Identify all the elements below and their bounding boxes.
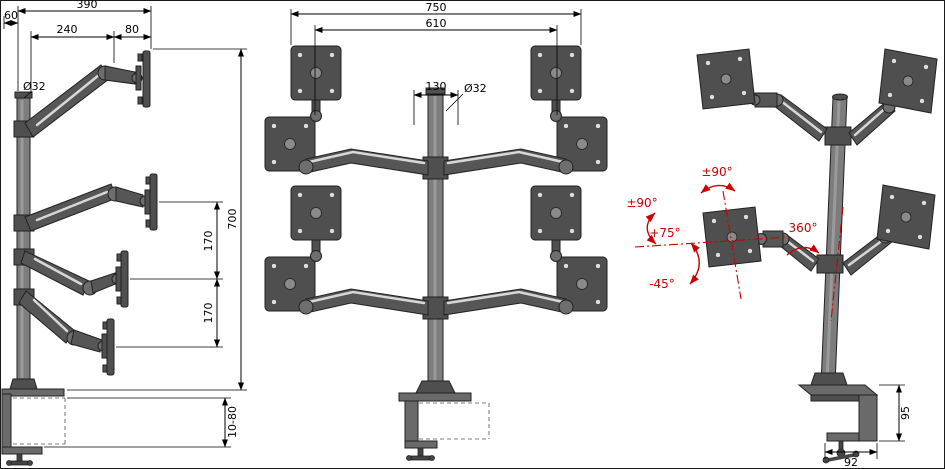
vesa-plate-persp-mid-left — [702, 206, 762, 268]
dim-750: 750 — [426, 1, 447, 14]
dim-700: 700 — [226, 209, 239, 230]
monitor-arm-position-4 — [13, 288, 115, 376]
vesa-holes — [887, 58, 929, 104]
dim-130: 130 — [426, 80, 447, 93]
vesa-holes — [711, 214, 753, 258]
dim-390: 390 — [77, 1, 98, 11]
desk-clamp-front — [398, 380, 490, 461]
dim-80: 80 — [125, 23, 139, 36]
vesa-holes — [537, 192, 575, 234]
vesa-plate-side-4 — [102, 318, 115, 376]
side-view: 390 60 240 80 Ø32 170 170 700 — [1, 1, 247, 466]
dim-60: 60 — [4, 9, 18, 22]
clamp-screw-front — [406, 447, 435, 461]
pole-front — [422, 87, 449, 384]
arm-front-top-right — [443, 148, 574, 176]
arm-persp-top-right — [848, 48, 938, 146]
monitor-arm-position-2 — [13, 173, 158, 232]
vesa-holes — [537, 52, 575, 94]
front-view: 750 610 130 Ø32 — [264, 1, 608, 461]
rot-tilt-up-label: +75° — [649, 226, 680, 240]
vesa-plate-front-inner-left-bottom — [290, 185, 342, 262]
clamp-screw-side — [6, 453, 33, 466]
vesa-holes — [297, 52, 335, 94]
rot-pan-left-label: ±90° — [626, 196, 657, 210]
vesa-plate-front-outer-left-bottom — [264, 256, 316, 312]
vesa-plate-front-inner-left-top — [290, 45, 342, 122]
vesa-plate-front-inner-right-top — [530, 45, 582, 122]
vesa-holes — [297, 192, 335, 234]
vesa-plate-persp-top-left — [696, 48, 756, 110]
arm-front-top-left — [298, 148, 429, 176]
dim-170-upper: 170 — [202, 231, 215, 252]
vesa-plate-side-1 — [137, 50, 151, 108]
perspective-dimensions: 95 92 — [824, 384, 912, 468]
dim-240: 240 — [57, 23, 78, 36]
arm-front-bottom-left — [298, 288, 429, 316]
dim-95: 95 — [899, 406, 912, 420]
vesa-plate-side-2 — [145, 173, 158, 231]
dim-clamp-range: 10-80 — [226, 406, 239, 438]
dim-610: 610 — [426, 17, 447, 30]
dia-32-front: Ø32 — [464, 82, 487, 95]
vesa-holes — [705, 56, 747, 100]
rotation-annotations: ±90° ±90° +75° -45° 360° — [626, 165, 844, 322]
vesa-plate-front-inner-right-bottom — [530, 185, 582, 262]
perspective-view: ±90° ±90° +75° -45° 360° 95 92 — [626, 48, 938, 468]
monitor-arm-position-3 — [13, 248, 129, 308]
vesa-plate-persp-mid-right — [876, 184, 936, 250]
arm-persp-mid-right — [842, 184, 936, 276]
vesa-plate-front-outer-right-bottom — [556, 256, 608, 312]
rot-pan-top-label: ±90° — [701, 165, 732, 179]
rot-tilt-down-label: -45° — [649, 277, 675, 291]
rot-360-label: 360° — [789, 221, 818, 235]
dia-32-side: Ø32 — [23, 80, 46, 93]
arm-persp-top-left — [696, 48, 828, 142]
monitor-arm-position-1 — [13, 50, 151, 138]
arm-persp-mid-left — [702, 206, 820, 272]
arm-front-bottom-right — [443, 288, 574, 316]
vesa-plate-persp-top-right — [878, 48, 938, 114]
pole-perspective — [816, 93, 852, 386]
desk-clamp-side — [1, 378, 66, 466]
front-dimensions: 750 610 130 Ø32 — [290, 1, 582, 125]
side-dimensions: 390 60 240 80 Ø32 170 170 700 — [3, 1, 247, 448]
desk-clamp-perspective — [797, 372, 879, 464]
vesa-plate-side-3 — [116, 250, 129, 308]
vesa-holes — [885, 194, 927, 240]
dim-170-lower: 170 — [202, 303, 215, 324]
clamp-screw-perspective — [822, 440, 860, 464]
dim-92: 92 — [844, 456, 858, 468]
